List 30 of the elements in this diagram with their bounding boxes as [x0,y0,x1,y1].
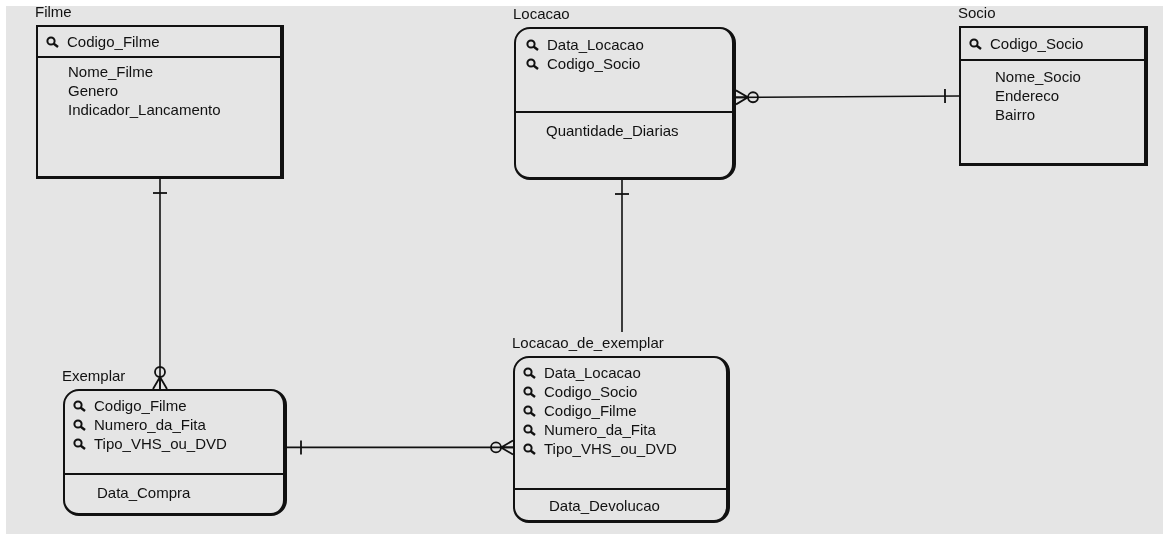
key-attribute: Data_Locacao [547,35,644,54]
attribute: Data_Compra [97,483,191,502]
attribute: Indicador_Lancamento [68,100,221,119]
attribute: Quantidade_Diarias [546,121,679,140]
attribute: Nome_Socio [995,67,1081,86]
relationship-line [286,439,514,456]
key-attribute: Numero_da_Fita [94,415,206,434]
attribute: Bairro [995,105,1035,124]
key-attribute: Codigo_Socio [547,54,641,73]
key-attribute: Codigo_Socio [990,34,1084,53]
attribute: Genero [68,81,119,100]
entity-name: Locacao_de_exemplar [512,334,664,351]
key-attribute: Numero_da_Fita [544,420,656,439]
attribute: Nome_Filme [68,62,154,81]
key-attribute: Tipo_VHS_ou_DVD [544,439,677,458]
key-attribute: Tipo_VHS_ou_DVD [94,434,227,453]
attribute: Data_Devolucao [549,496,660,515]
entity-name: Filme [35,3,72,20]
entity-name: Locacao [513,5,570,22]
entity-name: Socio [958,4,996,21]
key-attribute: Codigo_Filme [94,396,187,415]
key-attribute: Codigo_Filme [544,401,637,420]
relationship-line [735,88,960,106]
key-attribute: Codigo_Socio [544,382,638,401]
entity-name: Exemplar [62,367,126,384]
attribute: Endereco [995,86,1060,105]
relationship-line [152,178,168,390]
key-attribute: Codigo_Filme [67,32,160,51]
relationship-line [614,179,630,333]
key-attribute: Data_Locacao [544,363,641,382]
